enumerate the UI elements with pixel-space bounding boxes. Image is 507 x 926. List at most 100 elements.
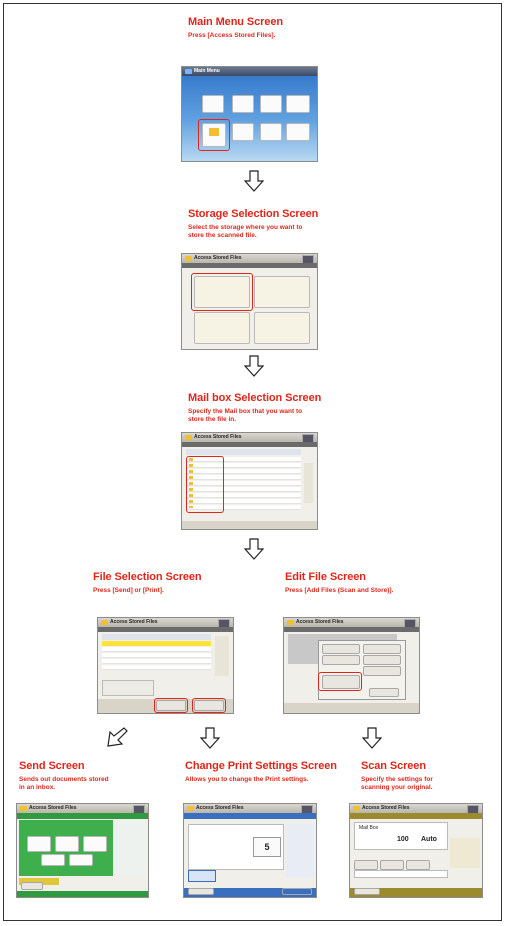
folder-icon bbox=[353, 806, 360, 811]
file-selection-desc: Press [Send] or [Print]. bbox=[93, 587, 164, 594]
diagram-frame bbox=[3, 3, 502, 921]
folder-icon bbox=[287, 620, 294, 625]
delete-pages-button[interactable] bbox=[363, 666, 401, 676]
specify-myself-button[interactable] bbox=[69, 854, 93, 866]
highlight-access-stored-files bbox=[198, 119, 230, 151]
original-type-button[interactable] bbox=[354, 860, 378, 870]
scan-cancel-button[interactable] bbox=[354, 888, 380, 895]
merge-files-button[interactable] bbox=[363, 644, 401, 654]
list-item[interactable] bbox=[186, 481, 301, 486]
menu-tile-scan-store bbox=[286, 95, 310, 113]
storage-network[interactable] bbox=[194, 312, 250, 344]
scan-box-info: Mail Box 100 Auto bbox=[354, 822, 448, 850]
storage-selection-screenshot: Access Stored Files bbox=[181, 253, 318, 350]
list-item[interactable] bbox=[186, 505, 301, 510]
menu-tile-scanner bbox=[260, 123, 282, 141]
copies-count: 5 bbox=[253, 837, 281, 857]
edit-file-desc: Press [Add Files (Scan and Store)]. bbox=[285, 587, 394, 594]
scrollbar[interactable] bbox=[304, 463, 313, 503]
storage-advanced-box[interactable] bbox=[254, 276, 310, 308]
scan-size-button[interactable] bbox=[406, 860, 430, 870]
add-files-scan-store-button[interactable] bbox=[322, 675, 360, 689]
highlight-mail-box bbox=[191, 273, 253, 311]
access-stored-files-label: Access Stored Files bbox=[110, 619, 158, 625]
mailbox-list-header bbox=[186, 449, 301, 455]
print-side-panel bbox=[286, 824, 314, 878]
access-stored-files-label: Access Stored Files bbox=[29, 805, 77, 811]
change-settings-button[interactable] bbox=[188, 870, 216, 882]
diagonal-arrow bbox=[107, 727, 128, 747]
file-selection-title: File Selection Screen bbox=[93, 571, 202, 583]
send-title: Send Screen bbox=[19, 760, 85, 772]
main-menu-bar: Main Menu bbox=[182, 67, 317, 76]
access-stored-files-label: Access Stored Files bbox=[196, 805, 244, 811]
list-item[interactable] bbox=[186, 457, 301, 462]
table-row[interactable] bbox=[102, 659, 211, 664]
send-status-bar bbox=[17, 813, 148, 819]
move-duplicate-button[interactable] bbox=[322, 655, 360, 665]
scan-title: Scan Screen bbox=[361, 760, 426, 772]
file-name-field[interactable] bbox=[354, 870, 448, 878]
list-item[interactable] bbox=[186, 469, 301, 474]
list-item[interactable] bbox=[186, 493, 301, 498]
mailbox-selection-desc: Specify the Mail box that you want to st… bbox=[188, 408, 303, 423]
home-icon bbox=[185, 69, 192, 74]
previous-settings-button[interactable] bbox=[41, 854, 65, 866]
mailbox-selection-screenshot: Access Stored Files bbox=[181, 432, 318, 530]
mail-box-label: Mail Box bbox=[359, 825, 379, 831]
storage-memory-media[interactable] bbox=[254, 312, 310, 344]
address-book-button[interactable] bbox=[27, 836, 51, 852]
two-sided-button[interactable] bbox=[380, 860, 404, 870]
main-menu-title: Main Menu Screen bbox=[188, 16, 283, 28]
details-button[interactable] bbox=[322, 644, 360, 654]
mailbox-selection-bar: Access Stored Files bbox=[182, 433, 317, 443]
send-footer bbox=[17, 891, 148, 897]
highlight-mailbox-list bbox=[186, 456, 224, 513]
specify-settings[interactable] bbox=[19, 878, 59, 885]
print-bar: Access Stored Files bbox=[184, 804, 316, 814]
list-item[interactable] bbox=[186, 499, 301, 504]
main-menu-desc: Press [Access Stored Files]. bbox=[188, 32, 276, 39]
selected-file-row[interactable] bbox=[102, 641, 211, 646]
table-row[interactable] bbox=[102, 653, 211, 658]
send-button[interactable] bbox=[156, 700, 186, 711]
menu-tile-copy bbox=[202, 95, 224, 113]
cancel-button[interactable] bbox=[188, 888, 214, 895]
scan-status-bar bbox=[350, 813, 482, 819]
back-button[interactable] bbox=[21, 882, 43, 890]
menu-tile-fax bbox=[232, 95, 254, 113]
insert-pages-button[interactable] bbox=[363, 655, 401, 665]
new-destination-button[interactable] bbox=[83, 836, 107, 852]
print-settings-panel: 5 bbox=[188, 824, 284, 870]
storage-selection-title: Storage Selection Screen bbox=[188, 208, 319, 220]
change-print-screenshot: Access Stored Files 5 bbox=[183, 803, 317, 898]
one-touch-button[interactable] bbox=[55, 836, 79, 852]
file-list-header bbox=[102, 634, 211, 640]
storage-mail-box[interactable] bbox=[194, 276, 250, 308]
list-item[interactable] bbox=[186, 463, 301, 468]
menu-tile-scan-send bbox=[260, 95, 282, 113]
instruction-bar bbox=[98, 627, 233, 632]
table-row[interactable] bbox=[102, 647, 211, 652]
scan-side-panel bbox=[450, 838, 480, 868]
down-arrow-3 bbox=[244, 538, 264, 560]
send-desc: Sends out documents stored in an inbox. bbox=[19, 776, 109, 791]
start-printing-button[interactable] bbox=[282, 888, 312, 895]
change-print-desc: Allows you to change the Print settings. bbox=[185, 776, 309, 783]
print-button[interactable] bbox=[194, 700, 224, 711]
storage-selection-desc: Select the storage where you want to sto… bbox=[188, 224, 303, 239]
list-item[interactable] bbox=[186, 475, 301, 480]
display-options bbox=[102, 680, 154, 696]
file-selection-screenshot: Access Stored Files bbox=[97, 617, 234, 714]
access-stored-files-label: Access Stored Files bbox=[194, 434, 242, 440]
edit-file-title: Edit File Screen bbox=[285, 571, 366, 583]
scan-footer bbox=[350, 888, 482, 897]
instruction-bar bbox=[284, 627, 419, 632]
folder-icon bbox=[20, 806, 27, 811]
edit-file-screenshot: Access Stored Files bbox=[283, 617, 420, 714]
table-row[interactable] bbox=[102, 665, 211, 670]
menu-tile-access-stored-files[interactable] bbox=[202, 123, 226, 147]
list-item[interactable] bbox=[186, 487, 301, 492]
highlight-send bbox=[154, 698, 188, 713]
close-button[interactable] bbox=[369, 688, 399, 697]
